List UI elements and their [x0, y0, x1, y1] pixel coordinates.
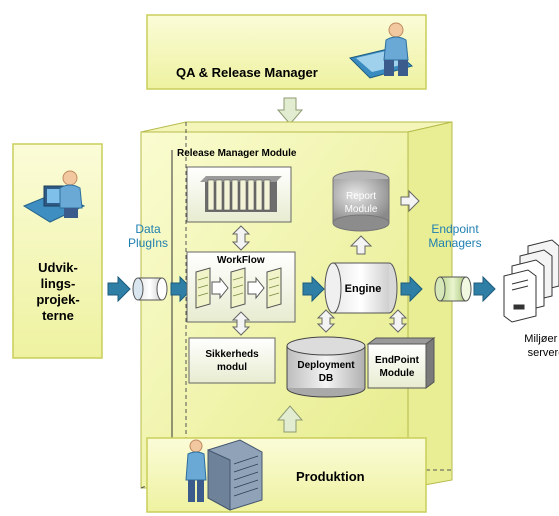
dev-line-3: projek-: [36, 292, 79, 307]
deployment-db: Deployment DB: [286, 336, 366, 398]
endpoint-managers-line-1: Endpoint: [431, 222, 479, 236]
workflow-box: WorkFlow: [186, 251, 296, 323]
plugin-to-workflow-arrow: [170, 275, 193, 303]
developer-icon: [22, 170, 86, 223]
dev-line-4: terne: [42, 308, 74, 323]
dev-projects-panel: Udvik- lings- projek- terne: [12, 143, 103, 359]
engine-cylinder: Engine: [324, 262, 398, 314]
workflow-steps-icon: [195, 267, 282, 309]
servers-icon: [503, 239, 559, 323]
dev-line-2: lings-: [41, 276, 76, 291]
sikkerheds-line-2: modul: [217, 362, 247, 373]
docs-workflow-double-arrow: [231, 225, 251, 251]
servers-line-1: Miljøer &: [524, 333, 559, 345]
workflow-sikkerheds-double-arrow: [231, 311, 251, 336]
endpoint-module-line-2: Module: [380, 368, 415, 379]
deployment-line-2: DB: [319, 373, 333, 384]
report-line-1: Report: [346, 191, 376, 202]
produktion-panel: Produktion: [146, 437, 427, 513]
qa-to-module-arrow: [276, 97, 304, 125]
engine-endpoint-double-arrow: [388, 309, 408, 333]
dev-to-plugin-arrow: [107, 275, 131, 303]
endpoint-manager-connector: [434, 276, 472, 302]
module-title: Release Manager Module: [177, 148, 297, 159]
sikkerheds-box: Sikkerheds modul: [188, 337, 276, 384]
operator-server-rack-icon: [185, 439, 263, 511]
data-plugin-connector: [132, 277, 168, 301]
dev-line-1: Udvik-: [38, 260, 78, 275]
report-out-arrow: [400, 189, 420, 213]
engine-db-double-arrow: [316, 309, 336, 333]
document-stack-icon: [200, 176, 282, 212]
qa-title: QA & Release Manager: [176, 65, 318, 80]
endpoint-to-servers-arrow: [473, 275, 496, 303]
engine-title: Engine: [345, 283, 382, 295]
produktion-title: Produktion: [296, 469, 365, 484]
documents-box: [186, 166, 292, 223]
data-plugins-line-2: PlugIns: [128, 236, 168, 250]
endpoint-module-box: EndPoint Module: [366, 337, 436, 389]
workflow-title: WorkFlow: [217, 255, 265, 266]
engine-to-endpoint-arrow: [400, 275, 423, 303]
report-module: Report Module: [332, 170, 390, 232]
engine-to-report-arrow: [349, 235, 373, 255]
sikkerheds-line-1: Sikkerheds: [205, 349, 259, 360]
servers-line-2: servere: [528, 347, 559, 359]
data-plugins-line-1: Data: [135, 222, 161, 236]
endpoint-managers-line-2: Managers: [428, 236, 481, 250]
qa-release-manager-panel: QA & Release Manager: [146, 14, 427, 90]
endpoint-module-line-1: EndPoint: [375, 355, 420, 366]
prod-to-module-arrow: [276, 405, 304, 433]
deployment-line-1: Deployment: [297, 360, 355, 371]
workflow-to-engine-arrow: [302, 275, 325, 303]
qa-person-icon: [349, 22, 414, 79]
report-line-2: Module: [345, 204, 378, 215]
